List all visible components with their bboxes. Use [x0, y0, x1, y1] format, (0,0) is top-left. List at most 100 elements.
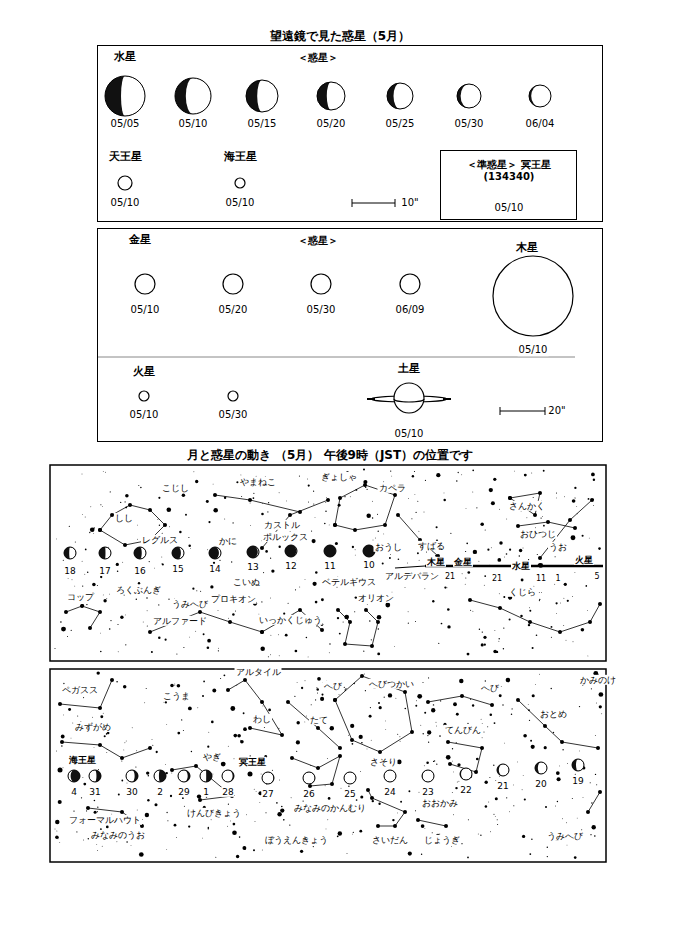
star-dot: [591, 688, 592, 689]
star-dot: [394, 646, 396, 648]
star-dot: [574, 487, 576, 489]
star-dot: [277, 812, 281, 816]
constellation-name: プロキオン: [210, 594, 257, 604]
star-dot: [481, 737, 483, 739]
star-dot: [576, 817, 578, 819]
star-dot: [424, 712, 426, 714]
chart-heading: 月と惑星の動き （5月） 午後9時（JST）の位置です: [186, 449, 474, 463]
star-dot: [270, 558, 271, 559]
moon-outline: [285, 545, 297, 557]
star-dot: [504, 742, 506, 744]
star-dot: [556, 771, 560, 775]
star-dot: [499, 694, 502, 697]
star-dot: [174, 683, 176, 685]
star-dot: [422, 682, 423, 683]
moon-outline: [422, 770, 434, 782]
star-dot: [391, 475, 393, 477]
star-dot: [566, 763, 568, 765]
saturn-ring: [394, 399, 424, 402]
star-dot: [532, 694, 535, 697]
star-dot: [146, 610, 148, 612]
star-dot: [432, 600, 434, 602]
star-dot: [328, 524, 330, 526]
star-dot: [421, 824, 425, 828]
star-dot: [123, 685, 126, 688]
star-dot: [182, 797, 184, 799]
star-dot: [69, 526, 70, 527]
star-dot: [466, 543, 468, 545]
star-dot: [338, 693, 340, 695]
star-dot: [189, 636, 191, 638]
moon-outline: [134, 547, 146, 559]
star-dot: [215, 857, 216, 858]
moon-dark: [126, 770, 138, 782]
constellation-name: おひつじ: [519, 529, 557, 539]
date-label: 05/10: [130, 304, 161, 316]
star-dot: [353, 832, 354, 833]
star-dot: [582, 797, 584, 799]
constellation-name: さそり: [369, 757, 398, 767]
star-dot: [443, 492, 445, 494]
constellation-name: ぼうえんきょう: [264, 835, 329, 845]
star-dot: [581, 628, 585, 632]
star-dot: [398, 558, 400, 560]
star-dot: [167, 507, 172, 512]
constellation-name: じょうぎ: [423, 835, 461, 845]
date-label: 05/25: [385, 118, 416, 130]
star-dot: [591, 473, 595, 477]
star-dot: [378, 803, 380, 805]
star-dot: [219, 560, 220, 561]
moon-lit: [291, 545, 297, 557]
star-dot: [483, 584, 485, 586]
star-dot: [513, 805, 514, 806]
star-dot: [185, 514, 187, 516]
star-dot: [67, 578, 69, 580]
star-dot: [232, 522, 233, 523]
star-dot: [56, 538, 58, 540]
star-dot: [490, 714, 493, 717]
star-dot: [502, 704, 503, 705]
planet-name: 海王星: [223, 151, 258, 164]
star-dot: [467, 571, 470, 574]
star-dot: [151, 739, 153, 741]
star-dot: [156, 751, 158, 753]
star-dot: [472, 491, 474, 493]
mercury-outline: [387, 83, 413, 109]
mercury-dark: [175, 78, 211, 114]
star-dot: [452, 748, 453, 749]
moon-lit: [68, 770, 74, 782]
star-dot: [124, 614, 126, 616]
star-dot: [427, 730, 431, 734]
star-dot: [493, 765, 494, 766]
star-dot: [183, 647, 184, 648]
star-dot: [511, 713, 512, 714]
constellation-line: [288, 702, 340, 748]
moon-outline: [262, 772, 274, 784]
star-dot: [369, 620, 370, 621]
date-label: 05/30: [218, 409, 249, 421]
star-dot: [300, 850, 303, 853]
star-dot: [556, 492, 557, 493]
star-dot: [231, 561, 232, 562]
star-dot: [227, 825, 229, 827]
star-dot: [289, 824, 290, 825]
star-dot: [594, 835, 596, 837]
star-dot: [283, 819, 285, 821]
neptune-disc: [235, 178, 245, 188]
moon-dark: [572, 759, 584, 771]
star-dot: [328, 797, 331, 800]
star-dot: [71, 630, 72, 631]
mercury-outline: [457, 84, 481, 108]
star-dot: [534, 683, 536, 685]
moon-day: 18: [63, 566, 76, 576]
star-dot: [315, 699, 316, 700]
star-dot: [417, 552, 419, 554]
star-dot: [212, 483, 214, 485]
moon-lit: [200, 770, 206, 782]
moon-lit: [253, 546, 259, 558]
star-dot: [313, 582, 317, 586]
track-tick: 5: [593, 572, 600, 581]
star-dot: [81, 560, 83, 562]
star-dot: [359, 830, 362, 833]
star-dot: [60, 621, 62, 623]
